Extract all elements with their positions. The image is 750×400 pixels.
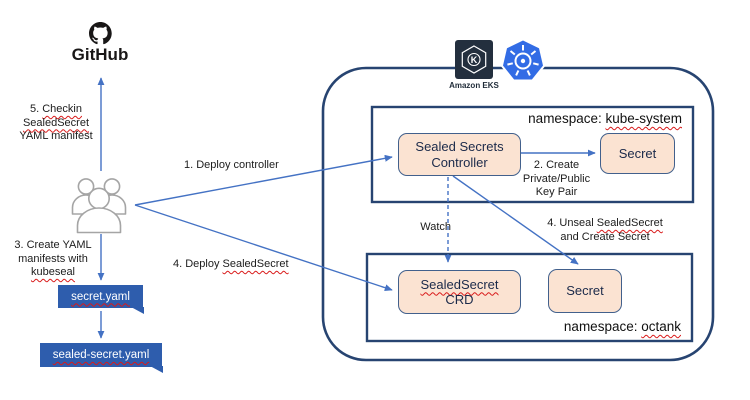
arrow-deploy-sealedsecret bbox=[134, 204, 393, 292]
step2-keypair-label: 2. Create Private/Public Key Pair bbox=[514, 159, 599, 200]
step2-line2: Private/Public bbox=[522, 172, 591, 185]
unseal-line1: 4. Unseal SealedSecret bbox=[547, 217, 663, 229]
unseal-line2: and Create Secret bbox=[560, 230, 650, 243]
step5-checkin-label: 5. Checkin SealedSecret YAML manifest bbox=[13, 103, 99, 144]
eks-icon: K bbox=[455, 40, 493, 79]
step4-deploy-sealedsecret-label: 4. Deploy SealedSecret bbox=[173, 258, 289, 270]
arrow-unseal-create-secret bbox=[452, 175, 579, 265]
secret-node-kube-system: Secret bbox=[600, 133, 675, 174]
sealedsecret-crd-node: SealedSecret CRD bbox=[398, 270, 521, 314]
secret-node-octank: Secret bbox=[548, 269, 622, 313]
secret-octank-label: Secret bbox=[566, 283, 604, 299]
kubernetes-icon bbox=[500, 38, 546, 82]
arrow-deploy-controller bbox=[134, 154, 393, 206]
step3-create-yaml-label: 3. Create YAML manifests with kubeseal bbox=[8, 239, 98, 280]
step3-line3: kubeseal bbox=[30, 266, 76, 278]
secret-kube-label: Secret bbox=[618, 145, 657, 161]
kube-system-namespace-box bbox=[370, 105, 695, 204]
octank-namespace-box bbox=[365, 252, 694, 343]
step5-line3: YAML manifest bbox=[19, 130, 93, 142]
flow-arrows bbox=[97, 77, 596, 339]
sealed-secrets-controller-node: Sealed Secrets Controller bbox=[398, 133, 521, 176]
octank-namespace-label: namespace: octank bbox=[563, 319, 681, 334]
eks-label: Amazon EKS bbox=[449, 81, 499, 90]
crd-line2: CRD bbox=[445, 292, 474, 307]
step1-deploy-controller-label: 1. Deploy controller bbox=[184, 159, 279, 171]
step3-line1: 3. Create YAML bbox=[14, 239, 92, 251]
github-label: GitHub bbox=[71, 45, 129, 64]
github-icon bbox=[89, 22, 112, 45]
controller-line1: Sealed Secrets bbox=[415, 139, 504, 154]
step5-line1: 5. Checkin bbox=[30, 103, 82, 115]
users-icon bbox=[71, 178, 127, 234]
secret-yaml-file: secret.yaml bbox=[58, 285, 143, 308]
step2-line1: 2. Create bbox=[533, 159, 580, 171]
controller-line2: Controller bbox=[431, 154, 488, 170]
step2-line3: Key Pair bbox=[535, 186, 578, 198]
step5-line2: SealedSecret bbox=[22, 116, 90, 129]
watch-label: Watch bbox=[420, 221, 451, 233]
kube-system-namespace-label: namespace: kube-system bbox=[528, 111, 682, 126]
step4-unseal-label: 4. Unseal SealedSecret and Create Secret bbox=[545, 217, 665, 244]
svg-text:K: K bbox=[471, 55, 478, 65]
sealed-secret-yaml-file: sealed-secret.yaml bbox=[40, 343, 162, 367]
step3-line2: manifests with bbox=[18, 252, 88, 265]
crd-line1: SealedSecret bbox=[420, 276, 499, 292]
